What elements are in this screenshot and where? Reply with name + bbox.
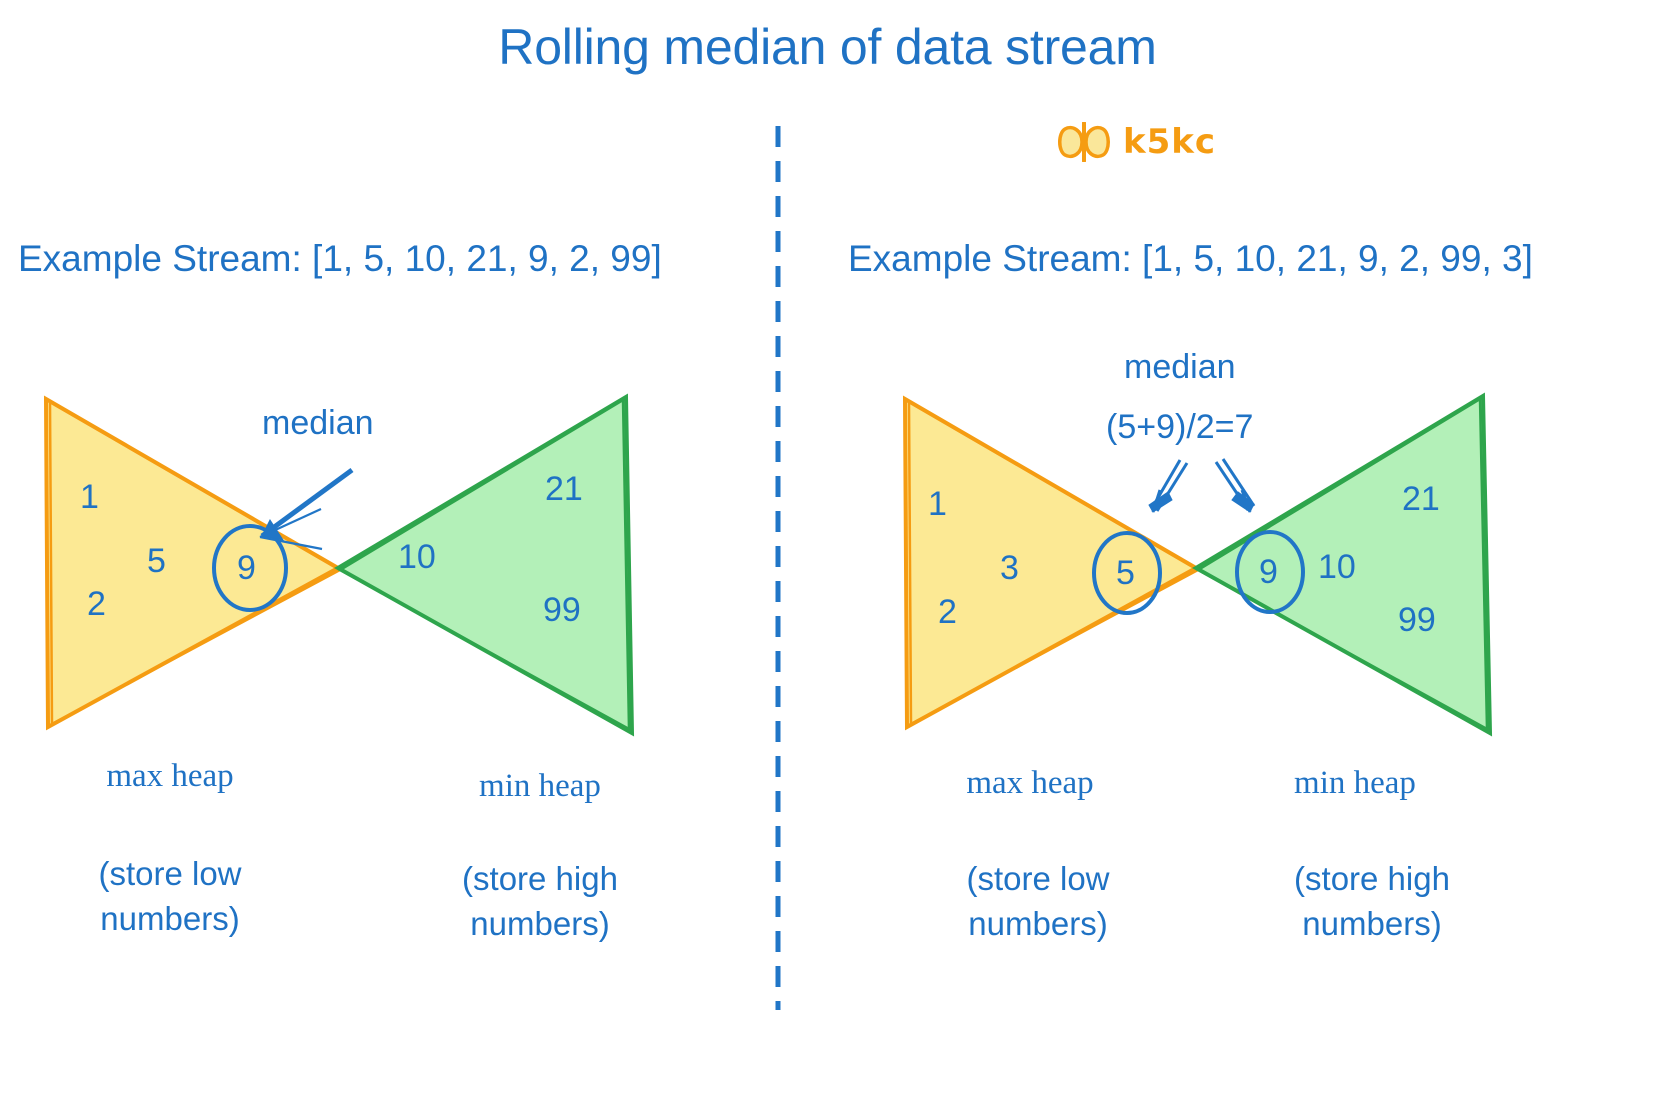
right-min-heap-value-2: 99	[1398, 601, 1436, 639]
left-median-arrow	[259, 467, 354, 551]
left-median-annotation-label: median	[262, 404, 374, 442]
butterfly-logo-icon	[1058, 122, 1110, 162]
left-min-heap-triangle	[334, 393, 635, 737]
left-example-stream-label: Example Stream: [1, 5, 10, 21, 9, 2, 99]	[18, 238, 662, 279]
right-min-heap-title: min heap	[1294, 765, 1416, 801]
left-median-circle	[212, 524, 288, 612]
right-max-heap-triangle-outline-2	[907, 399, 1201, 727]
left-max-heap-subtitle-line2: numbers)	[100, 899, 240, 937]
left-min-heap-triangle-outline-2	[337, 397, 631, 732]
right-example-stream-label: Example Stream: [1, 5, 10, 21, 9, 2, 99,…	[848, 238, 1533, 279]
right-max-heap-subtitle-line1: (store low	[966, 860, 1110, 897]
left-max-heap-value-1: 5	[147, 542, 166, 580]
left-min-heap-subtitle-line1: (store high	[462, 860, 618, 897]
right-max-heap-value-1: 3	[1000, 549, 1019, 587]
right-min-heap-subtitle: (store high numbers)	[1222, 857, 1522, 946]
left-min-heap-value-2: 99	[543, 591, 581, 629]
right-min-heap-subtitle-line2: numbers)	[1302, 904, 1442, 942]
left-max-heap-subtitle: (store low numbers)	[20, 852, 320, 941]
right-median-annotation-formula: (5+9)/2=7	[1106, 408, 1254, 446]
right-max-heap-value-2: 2	[938, 593, 957, 631]
right-max-heap-subtitle-line2: numbers)	[968, 904, 1108, 942]
right-min-heap-subtitle-line1: (store high	[1294, 860, 1450, 897]
right-max-heap-title: max heap	[966, 765, 1094, 801]
left-max-heap-triangle	[43, 395, 343, 731]
left-max-heap-subtitle-line1: (store low	[98, 855, 242, 892]
right-max-heap-median-value: 5	[1116, 554, 1135, 592]
left-max-heap-triangle-outline-2	[48, 399, 343, 727]
right-min-heap-value-0: 21	[1402, 480, 1440, 518]
left-max-heap-median-value: 9	[237, 549, 256, 587]
left-min-heap-value-0: 21	[545, 470, 583, 508]
left-min-heap-title: min heap	[479, 768, 601, 804]
brand-logo-text: k5kc	[1123, 122, 1217, 162]
left-min-heap-subtitle: (store high numbers)	[390, 857, 690, 946]
left-min-heap-value-1: 10	[398, 538, 436, 576]
right-min-heap-triangle-outline-2	[1195, 396, 1489, 732]
right-max-heap-subtitle: (store low numbers)	[888, 857, 1188, 946]
brand-logo[interactable]: k5kc	[1055, 122, 1216, 162]
left-max-heap-value-0: 1	[80, 478, 99, 516]
left-max-heap-value-2: 2	[87, 585, 106, 623]
right-median-annotation-label: median	[1124, 348, 1236, 386]
right-max-heap-median-circle	[1092, 531, 1162, 615]
left-max-heap-title: max heap	[106, 758, 234, 794]
left-min-heap-subtitle-line2: numbers)	[470, 904, 610, 942]
right-min-heap-median-circle	[1235, 530, 1305, 614]
right-max-heap-value-0: 1	[928, 485, 947, 523]
page-title: Rolling median of data stream	[498, 19, 1157, 75]
right-min-heap-median-value: 9	[1259, 553, 1278, 591]
right-median-arrow-right	[1214, 458, 1256, 513]
right-max-heap-triangle	[902, 395, 1201, 731]
right-median-arrow-left	[1148, 459, 1189, 513]
right-min-heap-value-1: 10	[1318, 548, 1356, 586]
